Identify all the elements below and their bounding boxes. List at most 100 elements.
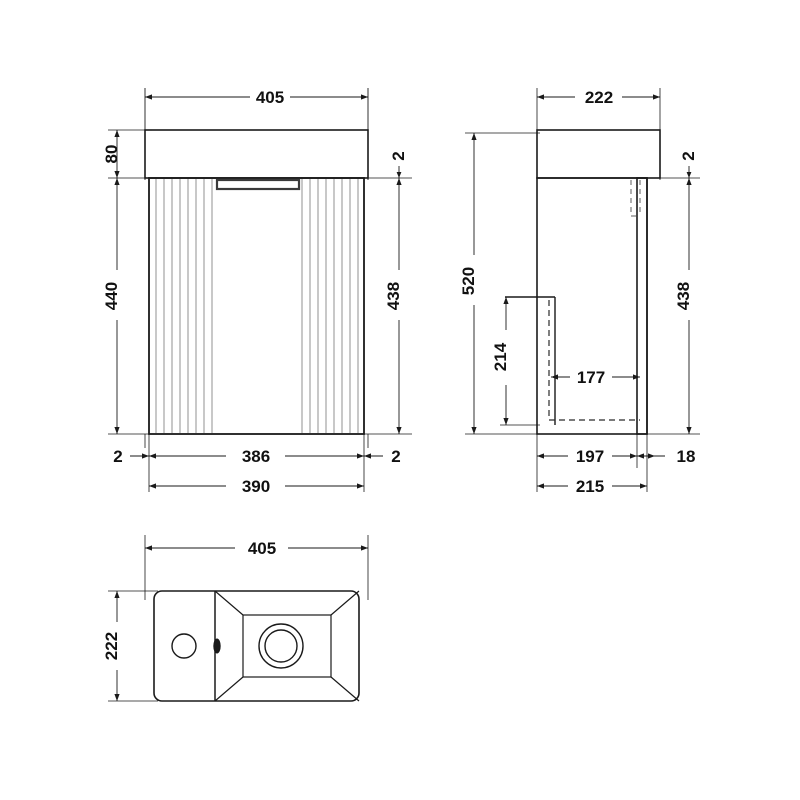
side-cabinet-carcass [536, 177, 648, 435]
arrow-2-side [686, 172, 692, 178]
bevel-bottom-left [214, 676, 244, 702]
arrow-222-right [653, 94, 660, 100]
arrow-390-right [357, 483, 364, 489]
arrow-214-bottom [503, 418, 509, 425]
plan-top-ext-lines [144, 535, 369, 600]
arrow-80-bottom [114, 171, 120, 178]
arrow-390-left [149, 483, 156, 489]
arrow-405-left [145, 94, 152, 100]
arrow-177-right [633, 374, 640, 380]
arrow-405-right [361, 94, 368, 100]
plan-basin-outline [153, 590, 360, 702]
front-elevation-view: 405 [102, 88, 412, 496]
hinge-hidden-detail [630, 180, 641, 217]
arrow-197-right [630, 453, 637, 459]
dim-386-front [149, 453, 364, 459]
arrow-18-right [648, 453, 655, 459]
arrow-438-top [396, 178, 402, 185]
arrow-438-side-top [686, 178, 692, 185]
arrow-405-plan-left [145, 545, 152, 551]
plan-view: 405 [102, 535, 369, 702]
arrow-214-top [503, 297, 509, 304]
arrow-386-right [357, 453, 364, 459]
dim-label-2-side-right: 2 [679, 151, 698, 160]
side-section-view: 222 [459, 88, 700, 496]
dim-438-side [686, 178, 692, 434]
bevel-top-right [330, 590, 360, 616]
door-ribs-left [155, 179, 213, 433]
dim-405-front [145, 94, 368, 100]
overflow-slot-icon [213, 638, 221, 654]
arrow-80-top [114, 130, 120, 137]
arrow-222-plan-bottom [114, 694, 120, 701]
dim-2-right-bottom [364, 453, 383, 459]
arrow-520-bottom [471, 427, 477, 434]
dim-label-222-plan: 222 [102, 632, 121, 660]
front-bottom-ext-lines [144, 434, 369, 492]
dim-215-side [537, 483, 647, 489]
bevel-bottom-right [330, 676, 360, 702]
arrow-405-plan-right [361, 545, 368, 551]
waste-inner-ring [264, 629, 298, 663]
dim-438-front [396, 178, 402, 434]
dim-214-side [503, 297, 509, 425]
arrow-2-right [396, 172, 402, 178]
arrow-386-left [149, 453, 156, 459]
dim-label-197: 197 [576, 447, 604, 466]
plan-bowl-bevel [214, 590, 360, 702]
arrow-440-bottom [114, 427, 120, 434]
door-ribs-right [301, 179, 359, 433]
handle-groove[interactable] [215, 178, 301, 191]
door-handle-recess[interactable] [215, 178, 301, 191]
dim-label-215: 215 [576, 477, 604, 496]
dim-2-front-right [396, 166, 402, 178]
dim-label-438-front: 438 [384, 282, 403, 310]
dim-label-214: 214 [491, 342, 510, 371]
front-basin-block [144, 129, 369, 179]
front-cabinet-body [148, 177, 365, 435]
dim-label-390: 390 [242, 477, 270, 496]
dim-label-177: 177 [577, 368, 605, 387]
arrow-222-plan-top [114, 591, 120, 598]
dim-222-side [537, 94, 660, 100]
arrow-440-top [114, 178, 120, 185]
dim-label-405-plan: 405 [248, 539, 276, 558]
dim-197-side [537, 453, 637, 459]
arrow-215-left [537, 483, 544, 489]
waste-outlet-icon [258, 623, 304, 669]
dim-label-520: 520 [459, 267, 478, 295]
side-left-ext-lines [465, 132, 540, 435]
dim-80-front [114, 130, 120, 178]
dim-label-222-side: 222 [585, 88, 613, 107]
side-shelf-outline [505, 296, 556, 425]
side-bottom-ext-lines [536, 434, 648, 492]
arrow-520-top [471, 133, 477, 140]
side-door-leaf [636, 177, 648, 435]
arrow-438-bottom [396, 427, 402, 434]
arrow-222-left [537, 94, 544, 100]
dim-177-side [551, 374, 640, 380]
dim-label-405-top: 405 [256, 88, 284, 107]
dim-label-2-front-right: 2 [389, 151, 408, 160]
arrow-215-right [640, 483, 647, 489]
tap-hole-icon [171, 633, 197, 659]
waste-outer-ring [258, 623, 304, 669]
dim-label-18: 18 [677, 447, 696, 466]
dim-label-2-right-bottom: 2 [391, 447, 400, 466]
dim-18-side [637, 453, 665, 459]
dim-label-2-left-bottom: 2 [113, 447, 122, 466]
arrow-197-left [537, 453, 544, 459]
arrow-18-left [637, 453, 644, 459]
dim-440-front [114, 178, 120, 434]
arrow-2-left-bottom [142, 453, 149, 459]
arrow-2-right-bottom [364, 453, 371, 459]
bevel-top-left [214, 590, 244, 616]
arrow-177-left [551, 374, 558, 380]
plan-left-ext-lines [108, 590, 158, 702]
dim-label-80: 80 [102, 145, 121, 164]
plan-bowl-inner [242, 614, 332, 678]
dim-390-front [149, 483, 364, 489]
dim-label-386: 386 [242, 447, 270, 466]
